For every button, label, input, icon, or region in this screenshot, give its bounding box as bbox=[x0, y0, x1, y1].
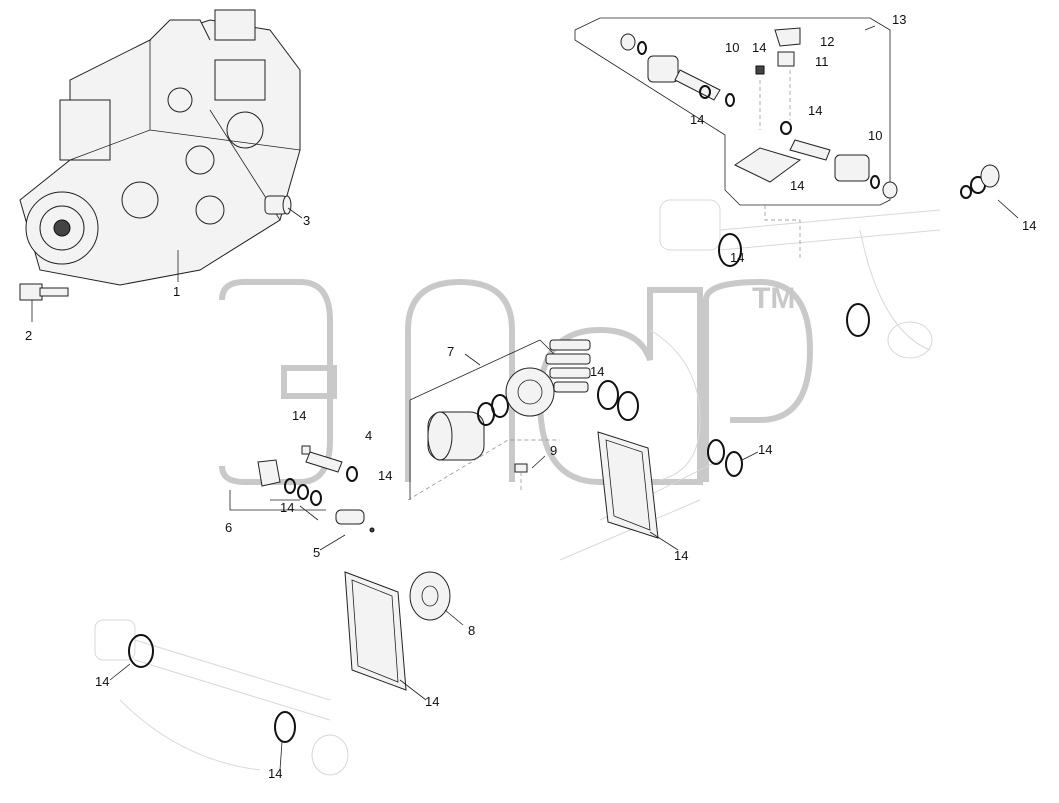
callout-labels: 1 2 3 4 5 6 7 8 9 10 10 11 12 13 14 14 1… bbox=[25, 12, 1036, 781]
piston-set bbox=[545, 339, 591, 393]
callout-1: 1 bbox=[173, 284, 180, 299]
callout-14: 14 bbox=[590, 364, 604, 379]
callout-2: 2 bbox=[25, 328, 32, 343]
callout-14: 14 bbox=[674, 548, 688, 563]
ghost-shaft-lower bbox=[94, 619, 349, 776]
bolt bbox=[19, 283, 69, 301]
callout-14: 14 bbox=[268, 766, 282, 781]
seal-rings-right bbox=[718, 164, 1000, 337]
callout-14: 14 bbox=[752, 40, 766, 55]
callout-9: 9 bbox=[550, 443, 557, 458]
leader-lines bbox=[31, 25, 1019, 771]
callout-13: 13 bbox=[892, 12, 906, 27]
callout-14: 14 bbox=[790, 178, 804, 193]
pump-assembly bbox=[19, 9, 301, 286]
gasket-lower bbox=[344, 571, 407, 691]
callout-14: 14 bbox=[758, 442, 772, 457]
callout-14: 14 bbox=[378, 468, 392, 483]
callout-11: 11 bbox=[815, 54, 829, 69]
callout-6: 6 bbox=[225, 520, 232, 535]
callout-5: 5 bbox=[313, 545, 320, 560]
callout-14: 14 bbox=[95, 674, 109, 689]
trademark-mark: TM bbox=[752, 282, 795, 315]
small-plug bbox=[407, 439, 560, 501]
callout-14: 14 bbox=[280, 500, 294, 515]
port-plate bbox=[409, 571, 451, 621]
callout-14: 14 bbox=[425, 694, 439, 709]
plug bbox=[264, 195, 292, 215]
cylinder-block-group bbox=[409, 339, 639, 500]
ghost-shaft-upper bbox=[559, 199, 941, 561]
callout-12: 12 bbox=[820, 34, 834, 49]
callout-8: 8 bbox=[468, 623, 475, 638]
callout-7: 7 bbox=[447, 344, 454, 359]
valve-group-box bbox=[574, 17, 898, 260]
callout-14: 14 bbox=[730, 250, 744, 265]
callout-14: 14 bbox=[1022, 218, 1036, 233]
callout-14: 14 bbox=[690, 112, 704, 127]
callout-4: 4 bbox=[365, 428, 372, 443]
callout-10-lower: 10 bbox=[868, 128, 882, 143]
callout-14: 14 bbox=[808, 103, 822, 118]
watermark-logo: TM bbox=[219, 278, 814, 485]
callout-10-upper: 10 bbox=[725, 40, 739, 55]
valve-spool-parts bbox=[229, 445, 375, 533]
callout-14: 14 bbox=[292, 408, 306, 423]
callout-3: 3 bbox=[303, 213, 310, 228]
gasket-right bbox=[597, 431, 659, 539]
